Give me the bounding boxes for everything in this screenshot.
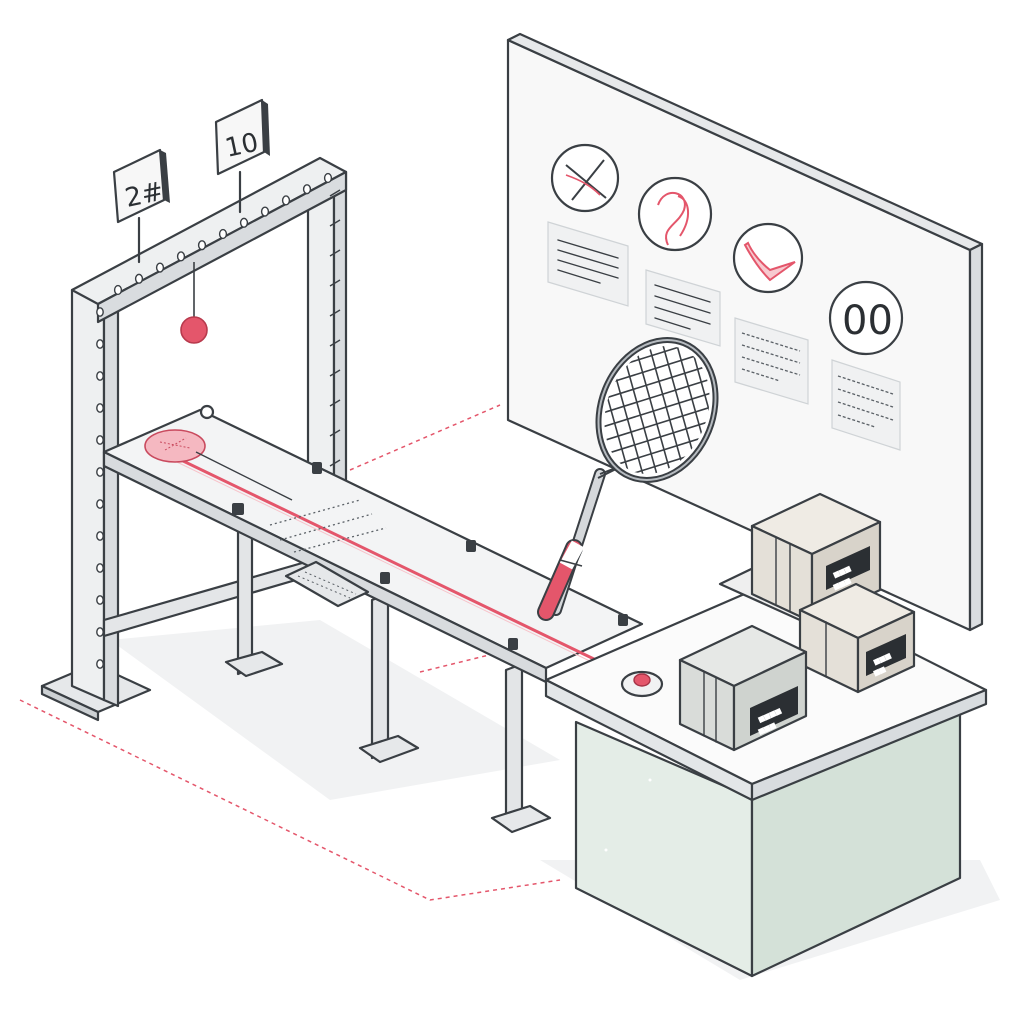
info-card-4 [831,359,901,451]
frame-tick [329,369,341,377]
clamp-5 [508,638,518,650]
frame-hole [96,499,104,509]
clamp-3 [380,572,390,584]
frame-hole [96,307,104,317]
left-sign-text: 2# [122,177,166,214]
box-2-label-2: ■■ [872,664,887,679]
icon-crossed-tools [550,143,620,213]
clamp-2 [312,462,322,474]
box-stack: ■■■ ■■■ ■■■ ■■ ■■■■ ■■■ [678,492,916,752]
frame-hole [134,273,144,284]
frame-hole [176,251,186,262]
frame-tick [329,219,341,227]
right-sign: 10 [214,98,270,214]
info-card-3 [734,317,809,405]
frame-hole [96,435,104,445]
frame-tick [329,279,341,287]
clamp-1 [232,503,244,515]
info-card-2 [645,269,721,347]
wall-gauge: 00 [828,280,904,356]
floor-markings [19,404,561,901]
frame-tick [329,399,341,407]
frame-hole [96,595,104,605]
table-scale-marks [269,499,387,553]
right-sign-text: 10 [222,128,261,164]
frame-hole [96,659,104,669]
display-wall: 00 [506,32,984,632]
frame-hole [96,563,104,573]
icon-twisted-knot [637,176,713,252]
frame-hole [96,531,104,541]
sample-pad [144,429,293,501]
box-3: ■■■■ ■■■ [678,624,808,752]
clamp-4 [466,540,476,552]
pendulum [180,262,208,344]
test-table-legs [224,522,552,834]
frame-tick [329,339,341,347]
frame-hole [302,184,312,195]
frame-hole [281,195,291,206]
frame-hole [155,262,165,273]
box-2: ■■■ ■■ [798,582,916,694]
frame-hole [218,228,228,240]
frame-tick [329,429,341,437]
frame-hole [260,206,270,217]
info-card-1 [547,221,629,307]
frame-hole [96,371,104,381]
clamp-6 [618,614,628,626]
frame-hole [96,467,104,477]
frame-hole [96,403,104,413]
stop-button[interactable] [620,670,664,698]
left-sign: 2# [112,148,170,264]
frame-hole [96,627,104,637]
frame-hole [96,339,104,349]
frame-tick [329,189,341,197]
frame-hole [323,172,333,184]
frame-hole [113,284,123,296]
gantry-frame [40,156,348,722]
frame-hole [197,240,207,251]
frame-tick [329,459,341,467]
racket-grip [537,539,585,621]
frame-tick [329,309,341,317]
icon-bent-strip [732,222,804,294]
frame-hole [239,217,249,228]
frame-tick [329,249,341,257]
frame-holes [96,172,333,669]
wall-gauge-text: 00 [842,298,893,344]
